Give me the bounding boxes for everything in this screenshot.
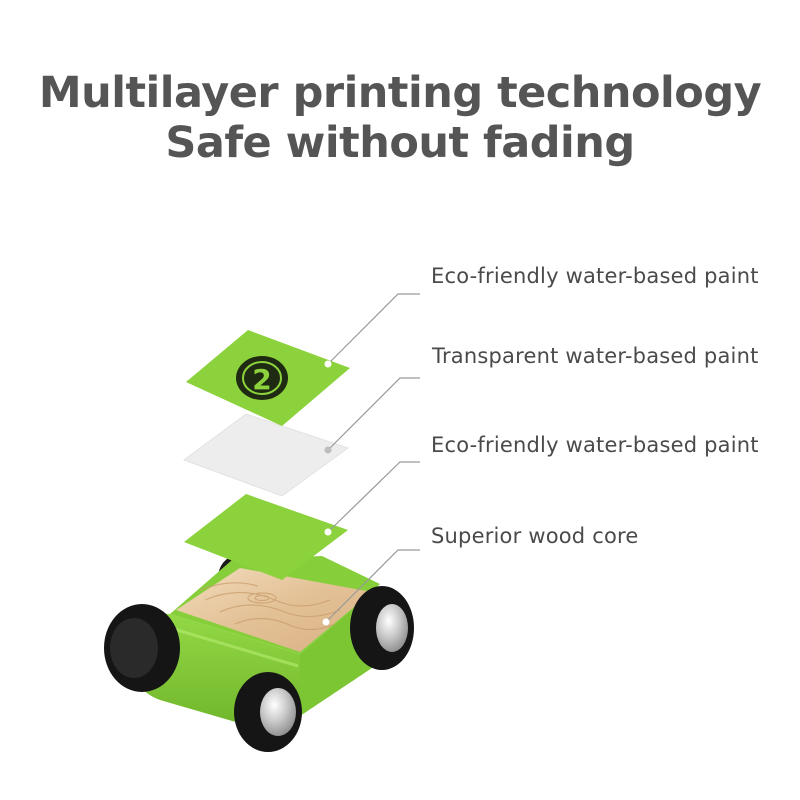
toy-car [104, 556, 414, 752]
number-badge: 2 [236, 356, 288, 400]
callout-label-1: Eco-friendly water-based paint [431, 264, 759, 288]
wood-core [176, 568, 372, 652]
wood-grain [199, 582, 341, 631]
callout-label-4: Superior wood core [431, 524, 639, 548]
callout-label-3: Eco-friendly water-based paint [431, 433, 759, 457]
headline-line-1: Multilayer printing technology [38, 68, 762, 118]
front-left-wheel [104, 604, 180, 692]
leader-line-1 [327, 293, 420, 365]
layer-eco-paint-lower [184, 494, 348, 580]
layer-transparent-paint [182, 413, 350, 497]
leader-line-2 [327, 377, 420, 451]
leader-dots [322, 360, 332, 626]
front-right-wheel [234, 672, 302, 752]
headline-line-2: Safe without fading [165, 118, 635, 168]
leader-line-3 [327, 461, 420, 533]
leader-line-4 [325, 549, 420, 623]
callout-label-2: Transparent water-based paint [432, 344, 759, 368]
headline: Multilayer printing technology Safe with… [0, 68, 800, 168]
rear-right-wheel [350, 586, 414, 670]
badge-number: 2 [252, 363, 271, 396]
leader-lines [325, 293, 420, 623]
